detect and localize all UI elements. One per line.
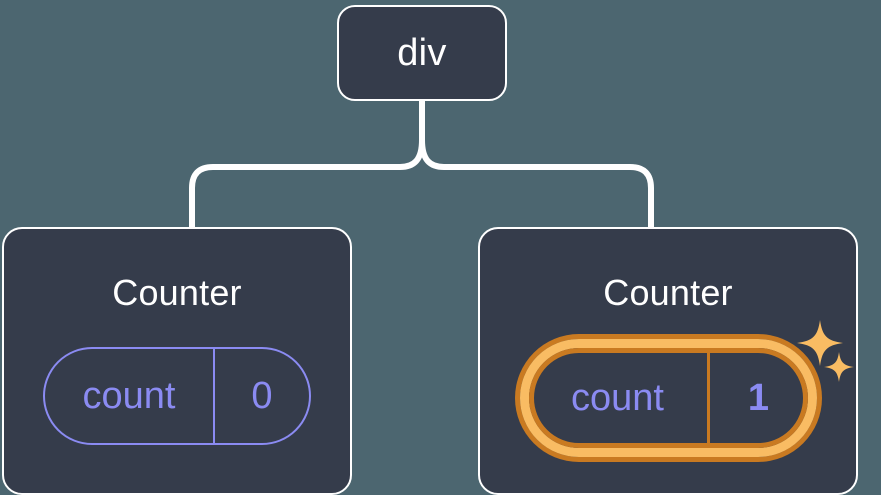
state-value-right: 1 <box>706 348 808 448</box>
node-div[interactable]: div <box>337 5 507 101</box>
state-pill-right[interactable]: count 1 <box>519 339 817 457</box>
node-counter-left-title: Counter <box>112 272 242 313</box>
state-key-right: count <box>571 377 664 419</box>
connector-left-branch <box>189 137 425 230</box>
node-counter-left[interactable]: Counter count 0 <box>2 227 352 495</box>
state-key-left: count <box>82 375 176 417</box>
connector-right-branch <box>419 137 654 230</box>
state-pill-wrapper-right: count 1 <box>480 339 856 457</box>
state-pill-wrapper-left: count 0 <box>4 347 350 445</box>
node-counter-right-title: Counter <box>603 272 733 313</box>
node-div-label: div <box>397 32 447 74</box>
state-value-left: 0 <box>213 349 309 443</box>
state-pill-left[interactable]: count 0 <box>43 347 311 445</box>
node-counter-right[interactable]: Counter count 1 <box>478 227 858 495</box>
